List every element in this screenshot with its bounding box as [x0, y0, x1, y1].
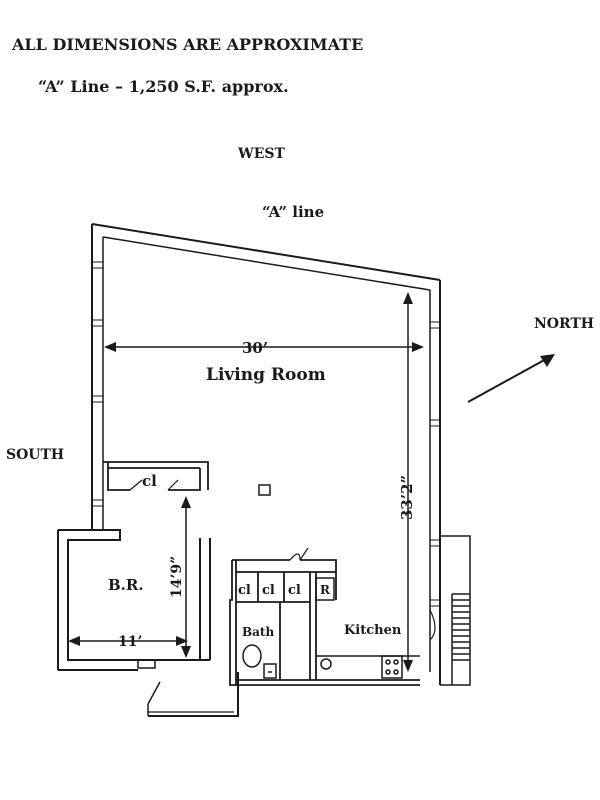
bedroom-width-dim: 11’ — [118, 634, 142, 650]
bedroom-depth-dimension — [181, 496, 191, 658]
column-marker — [258, 484, 271, 496]
compass-north-label: NORTH — [534, 316, 594, 332]
living-room: 30’ Living Room 33’2” — [104, 292, 424, 672]
entry-door-swing — [429, 609, 436, 641]
bedroom-depth-dim: 14’9” — [169, 556, 185, 598]
bedroom-closet-label: cl — [142, 472, 157, 490]
core-walls — [229, 547, 420, 686]
north-arrow-icon — [467, 354, 555, 403]
line-label: “A” line — [262, 203, 324, 221]
bedroom-closet — [103, 461, 209, 491]
exterior-stair — [440, 535, 471, 686]
kitchen-fixtures — [316, 655, 420, 679]
compass-west-label: WEST — [237, 146, 286, 162]
living-room-width-dim: 30’ — [242, 339, 268, 357]
bedroom-width-dimension — [68, 636, 188, 646]
kitchen-label: Kitchen — [344, 623, 402, 638]
living-room-label: Living Room — [206, 365, 326, 385]
bedroom-label: B.R. — [108, 576, 144, 594]
compass-south-label: SOUTH — [6, 447, 64, 463]
core-closet-2-label: cl — [262, 583, 275, 598]
core-closet-1-label: cl — [238, 583, 251, 598]
bath-fixtures — [242, 644, 277, 679]
living-room-depth-dim: 33’2” — [398, 475, 416, 520]
exterior-walls — [91, 223, 441, 685]
bedroom — [57, 529, 239, 717]
core-closet-3-label: cl — [288, 583, 301, 598]
bath-label: Bath — [242, 625, 274, 639]
refrigerator-label: R — [320, 583, 331, 597]
unit-summary-text: “A” Line – 1,250 S.F. approx. — [38, 77, 289, 96]
disclaimer-text: ALL DIMENSIONS ARE APPROXIMATE — [11, 35, 363, 54]
